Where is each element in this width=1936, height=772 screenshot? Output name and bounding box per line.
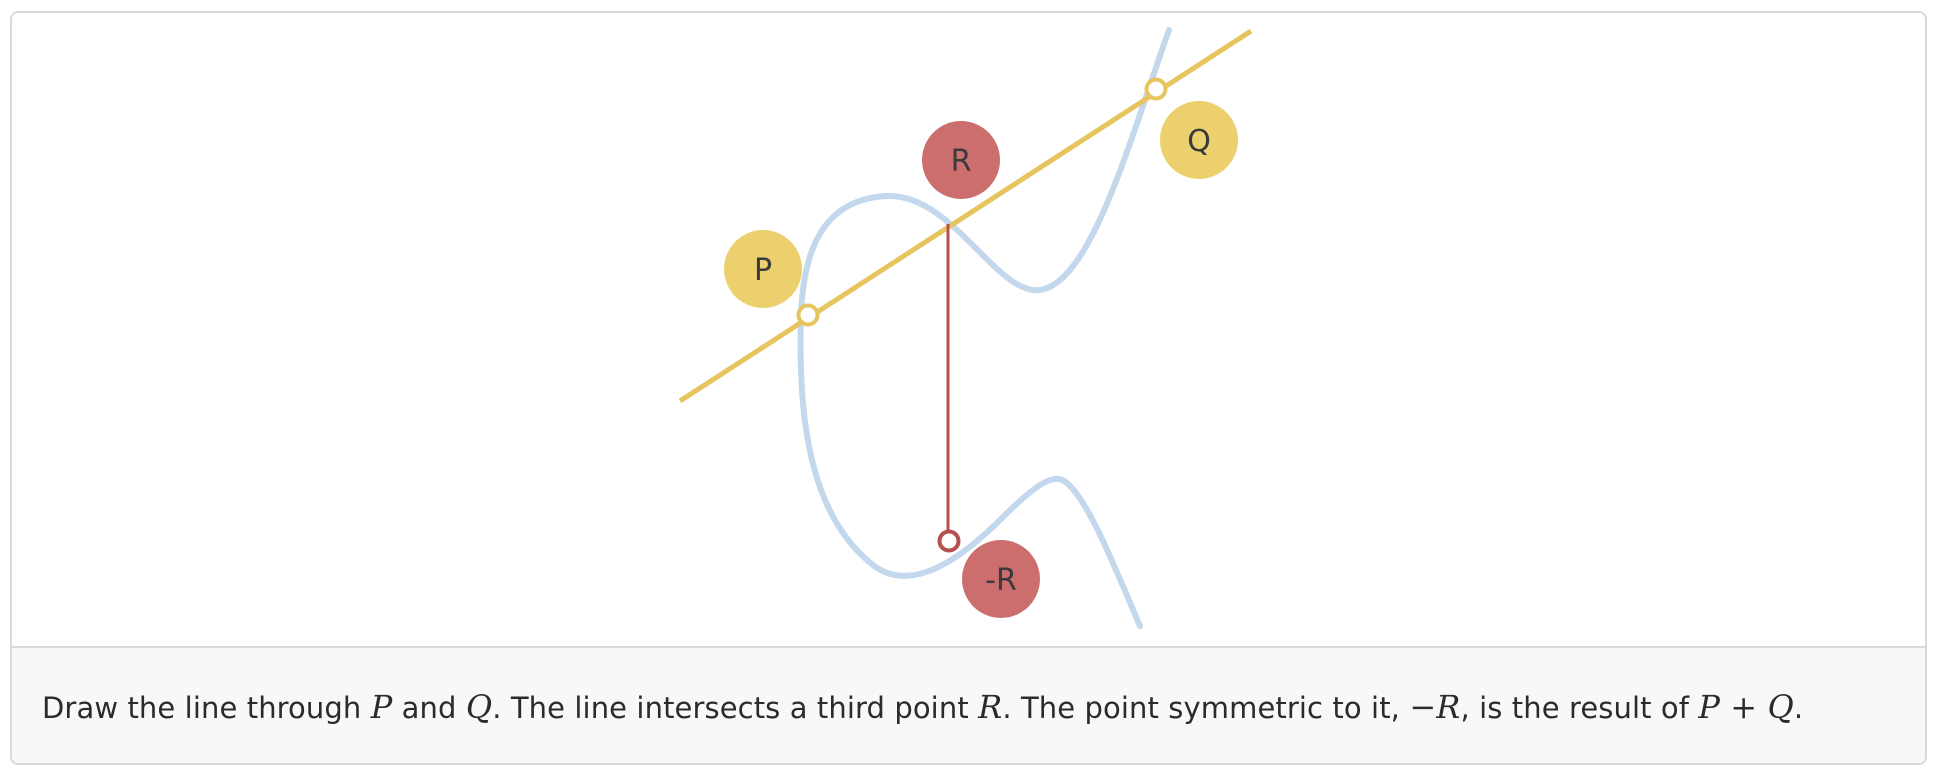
caption-part: Draw the line through [42,691,371,725]
diagram-canvas: P R Q -R [678,27,1253,629]
math-p: P [370,688,393,726]
caption-part: . The point symmetric to it, [1002,691,1410,725]
label-p: P [754,253,772,288]
math-p-plus-q: P + Q [1698,688,1794,726]
badge-r [922,121,1000,199]
badge-q [1160,101,1238,179]
point-p-marker [796,303,820,327]
label-neg-r: -R [985,563,1017,598]
badge-neg-r [962,540,1040,618]
figure-card: P R Q -R Draw the line through P and Q. … [10,11,1927,765]
math-q: Q [465,688,493,726]
caption-part: and [392,691,466,725]
math-neg-r: −R [1409,688,1461,726]
point-q-marker [1144,77,1168,101]
badge-p [724,230,802,308]
caption-panel: Draw the line through P and Q. The line … [12,646,1925,763]
caption-text: Draw the line through P and Q. The line … [42,688,1803,726]
caption-part: , is the result of [1460,691,1699,725]
label-q: Q [1187,124,1211,159]
caption-part: . The line intersects a third point [492,691,979,725]
point-neg-r-marker [937,529,961,553]
elliptic-curve [797,27,1172,629]
math-r: R [978,688,1003,726]
caption-part: . [1793,691,1804,725]
elliptic-curve-diagram: P R Q -R [12,13,1925,646]
label-r: R [951,144,972,179]
